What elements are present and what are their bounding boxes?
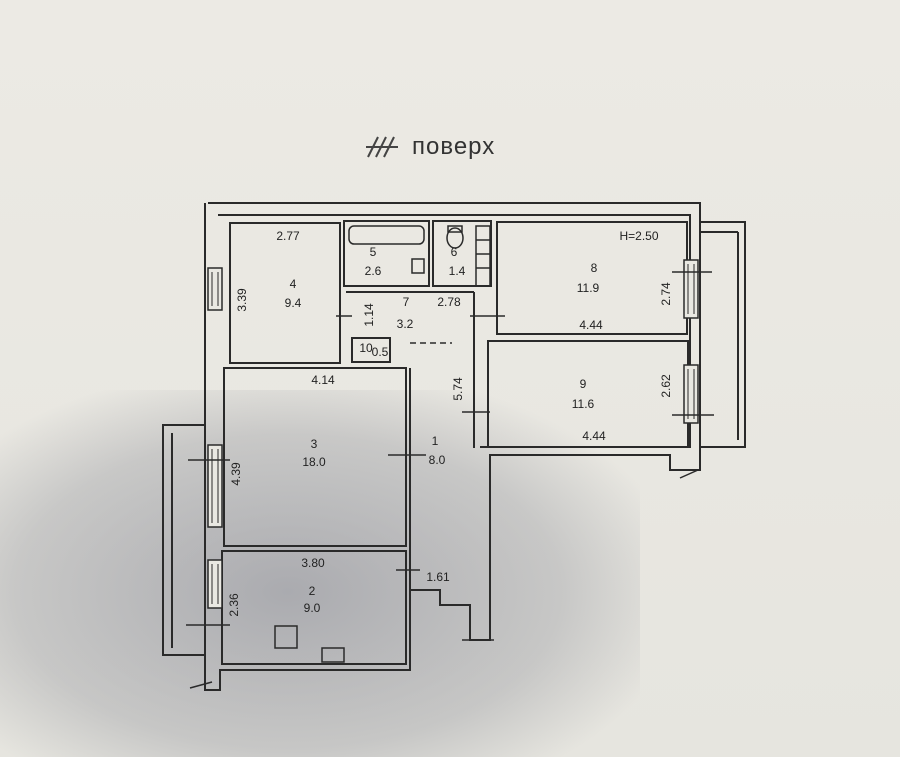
room-3-area: 18.0 [302, 455, 326, 469]
window-room-8 [683, 259, 699, 319]
dim-corridor-side: 5.74 [451, 377, 465, 401]
room-1-number: 1 [432, 434, 439, 448]
bathtub-icon [348, 225, 425, 245]
room-9-area: 11.6 [572, 397, 595, 411]
room-5-outline [343, 220, 430, 287]
room-10-area: 0.5 [372, 345, 389, 359]
room-7-number: 7 [403, 295, 410, 309]
room-7-area: 3.2 [397, 317, 414, 331]
sink-kitchen-icon [321, 647, 345, 663]
room-10-outline [351, 337, 391, 363]
dim-room3-side: 4.39 [229, 462, 243, 486]
dim-room2-side: 2.36 [227, 593, 241, 617]
floor-title: поверх [366, 133, 495, 160]
height-note: H=2.50 [619, 229, 658, 243]
room-6-number: 6 [451, 245, 458, 259]
window-hatching [211, 264, 695, 604]
room-5-area: 2.6 [365, 264, 382, 278]
vent-shaft-icon [475, 225, 491, 287]
dim-room4-top: 2.77 [276, 229, 300, 243]
room-labels: 1 8.0 2 9.0 3 18.0 4 9.4 5 2.6 6 1.4 7 3… [285, 245, 600, 615]
room-2-area: 9.0 [304, 601, 321, 615]
floor-roman-numeral [366, 136, 398, 158]
stove-icon [274, 625, 298, 649]
room-6-outline [432, 220, 492, 287]
dim-room2-top: 3.80 [301, 556, 325, 570]
window-room-2 [207, 559, 223, 609]
room-1-area: 8.0 [429, 453, 446, 467]
toilet-icon [446, 227, 464, 249]
dim-room4-side: 3.39 [235, 288, 249, 312]
dim-room9-bottom: 4.44 [582, 429, 606, 443]
windows [207, 259, 699, 609]
room-2-number: 2 [309, 584, 316, 598]
dim-room9-side: 2.62 [659, 374, 673, 398]
room-4-area: 9.4 [285, 296, 302, 310]
dimension-labels: 2.77 3.39 4.14 4.39 3.80 2.36 5.74 1.61 … [227, 229, 673, 617]
window-room-4 [207, 267, 223, 311]
dim-room7-width: 2.78 [437, 295, 461, 309]
room-8-number: 8 [591, 261, 598, 275]
door-markers [186, 271, 714, 689]
room-8-area: 11.9 [577, 281, 600, 295]
room-4-outline [229, 222, 341, 364]
room-9-number: 9 [580, 377, 587, 391]
room-6-area: 1.4 [449, 264, 466, 278]
dim-corridor-bottom: 1.61 [426, 570, 450, 584]
floor-label: поверх [412, 133, 495, 160]
room-3-number: 3 [311, 437, 318, 451]
dim-room8-bottom: 4.44 [579, 318, 603, 332]
dim-room7-side: 1.14 [362, 303, 376, 327]
window-room-3 [207, 444, 223, 528]
room-4-number: 4 [290, 277, 297, 291]
photo-shadow [0, 390, 640, 757]
room-3-outline [223, 367, 407, 547]
room-10-number: 10 [359, 341, 373, 355]
room-5-number: 5 [370, 245, 377, 259]
sink-icon [411, 258, 425, 274]
dim-room8-side: 2.74 [659, 282, 673, 306]
dim-room3-top: 4.14 [311, 373, 335, 387]
fixtures [274, 225, 491, 663]
